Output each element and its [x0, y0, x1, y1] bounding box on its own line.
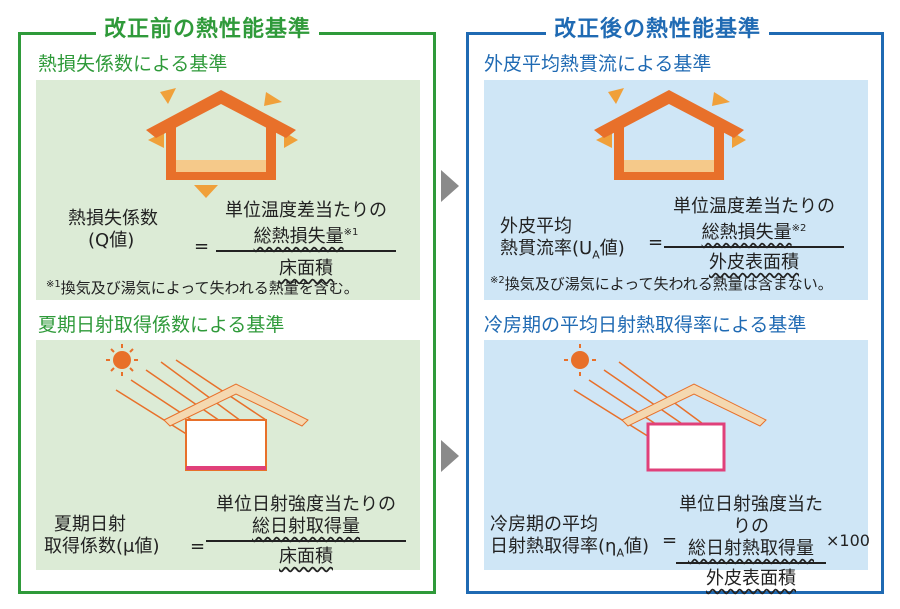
eta-house-icon	[564, 344, 767, 472]
solar-gain-equals: =	[190, 536, 206, 557]
ua-equals: =	[648, 232, 664, 253]
eta-denominator: 外皮表面積	[706, 568, 796, 589]
solar-gain-denominator: 床面積	[279, 546, 333, 567]
heat-loss-note: ※1換気及び湯気によって失われる熱量を含む。	[46, 279, 359, 297]
heat-loss-denominator: 床面積	[279, 258, 333, 279]
heat-loss-label-2: (Q値)	[88, 230, 135, 251]
heat-loss-equals: =	[194, 236, 210, 257]
ua-note: ※2換気及び湯気によって失われる熱量は含まない。	[490, 275, 833, 293]
eta-heading: 冷房期の平均日射熱取得率による基準	[484, 314, 807, 336]
ua-house-icon	[594, 88, 746, 180]
heat-loss-heading: 熱損失係数による基準	[38, 53, 228, 75]
transition-arrow-bottom-icon	[441, 440, 459, 472]
ua-denominator: 外皮表面積	[709, 252, 799, 273]
solar-gain-label-1: 夏期日射	[54, 514, 126, 535]
solar-gain-heading: 夏期日射取得係数による基準	[38, 314, 285, 336]
heat-loss-house-icon	[146, 88, 298, 198]
heat-loss-box	[36, 80, 420, 300]
solar-gain-fraction: 単位日射強度当たりの 総日射取得量 床面積	[206, 494, 406, 568]
solar-gain-house-icon	[106, 344, 309, 471]
eta-label-2: 日射熱取得率(ηA値)	[490, 536, 649, 560]
after-title: 改正後の熱性能基準	[546, 16, 770, 44]
eta-equals: =	[662, 530, 678, 551]
heat-loss-numerator-1: 単位温度差当たりの	[225, 200, 387, 221]
ua-numerator-1: 単位温度差当たりの	[673, 196, 835, 217]
eta-fraction: 単位日射強度当たりの 総日射熱取得量 外皮表面積	[676, 494, 826, 590]
eta-numerator-1: 単位日射強度当たりの	[679, 494, 823, 537]
solar-gain-numerator-1: 単位日射強度当たりの	[216, 494, 396, 515]
transition-arrow-top-icon	[441, 170, 459, 202]
heat-loss-label-1: 熱損失係数	[68, 208, 158, 229]
heat-loss-numerator-2: 総熱損失量※1	[216, 222, 396, 252]
solar-gain-numerator-2: 総日射取得量	[206, 516, 406, 542]
before-title: 改正前の熱性能基準	[96, 16, 320, 44]
ua-box	[484, 80, 868, 300]
heat-loss-fraction: 単位温度差当たりの 総熱損失量※1 床面積	[216, 200, 396, 280]
eta-label-1: 冷房期の平均	[490, 514, 598, 535]
ua-label-2: 熱貫流率(UA値)	[500, 238, 625, 262]
ua-numerator-2: 総熱損失量※2	[664, 218, 844, 248]
eta-box	[484, 340, 868, 570]
ua-heading: 外皮平均熱貫流による基準	[484, 53, 712, 75]
ua-label-1: 外皮平均	[500, 216, 572, 237]
ua-fraction: 単位温度差当たりの 総熱損失量※2 外皮表面積	[664, 196, 844, 274]
eta-multiplier: ×100	[826, 531, 870, 550]
solar-gain-box	[36, 340, 420, 570]
eta-numerator-2: 総日射熱取得量	[676, 538, 826, 564]
solar-gain-label-2: 取得係数(μ値)	[44, 536, 160, 557]
